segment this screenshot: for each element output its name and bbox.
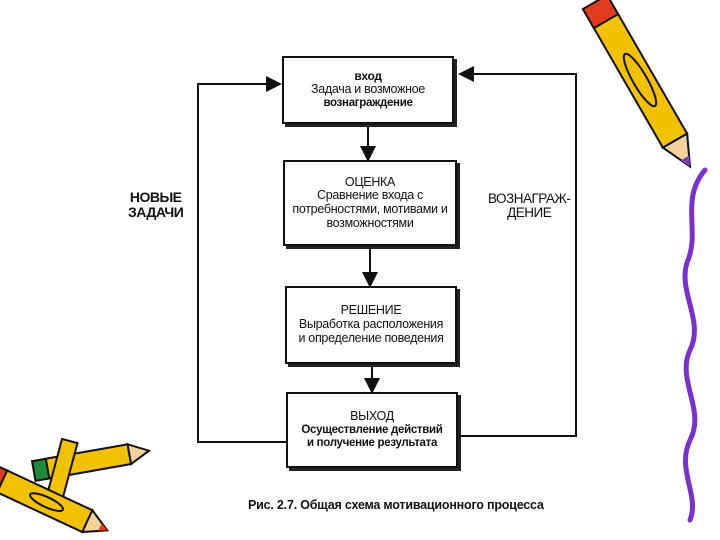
input-box-heading: вход	[354, 69, 382, 84]
evaluation-box-line-1: Сравнение входа с	[316, 188, 424, 203]
new-tasks-label-line-2: ЗАДАЧИ	[128, 203, 184, 220]
reward-label: ВОЗНАГРАЖ- ДЕНИЕ	[488, 191, 571, 221]
decision-box: РЕШЕНИЕ Выработка расположения и определ…	[285, 286, 457, 364]
evaluation-box-line-3: возможностями	[326, 215, 414, 230]
input-box: вход Задача и возможное вознаграждение	[282, 56, 454, 124]
output-box-line-1: Осуществление действий	[301, 424, 443, 437]
input-box-line-2: вознаграждение	[323, 97, 413, 110]
output-box-heading: ВЫХОД	[350, 409, 394, 424]
left-feedback-loop	[197, 76, 286, 443]
output-box: ВЫХОД Осуществление действий и получение…	[286, 392, 458, 468]
figure-caption: Рис. 2.7. Общая схема мотивационного про…	[248, 498, 544, 512]
decision-box-heading: РЕШЕНИЕ	[340, 303, 402, 318]
new-tasks-label-line-1: НОВЫЕ	[129, 189, 182, 205]
reward-label-line-2: ДЕНИЕ	[507, 205, 552, 221]
evaluation-box-line-2: потребностями, мотивами и	[292, 202, 448, 216]
reward-label-line-1: ВОЗНАГРАЖ-	[488, 191, 571, 206]
decision-box-line-1: Выработка расположения	[298, 317, 444, 332]
decision-box-line-2: и определение поведения	[298, 330, 444, 345]
new-tasks-label: НОВЫЕ ЗАДАЧИ	[128, 189, 184, 220]
output-box-line-2: и получение результата	[306, 436, 438, 449]
input-box-line-1: Задача и возможное	[310, 82, 426, 97]
evaluation-box: ОЦЕНКА Сравнение входа с потребностями, …	[283, 160, 457, 246]
right-feedback-loop	[458, 66, 577, 437]
evaluation-box-heading: ОЦЕНКА	[344, 174, 396, 189]
